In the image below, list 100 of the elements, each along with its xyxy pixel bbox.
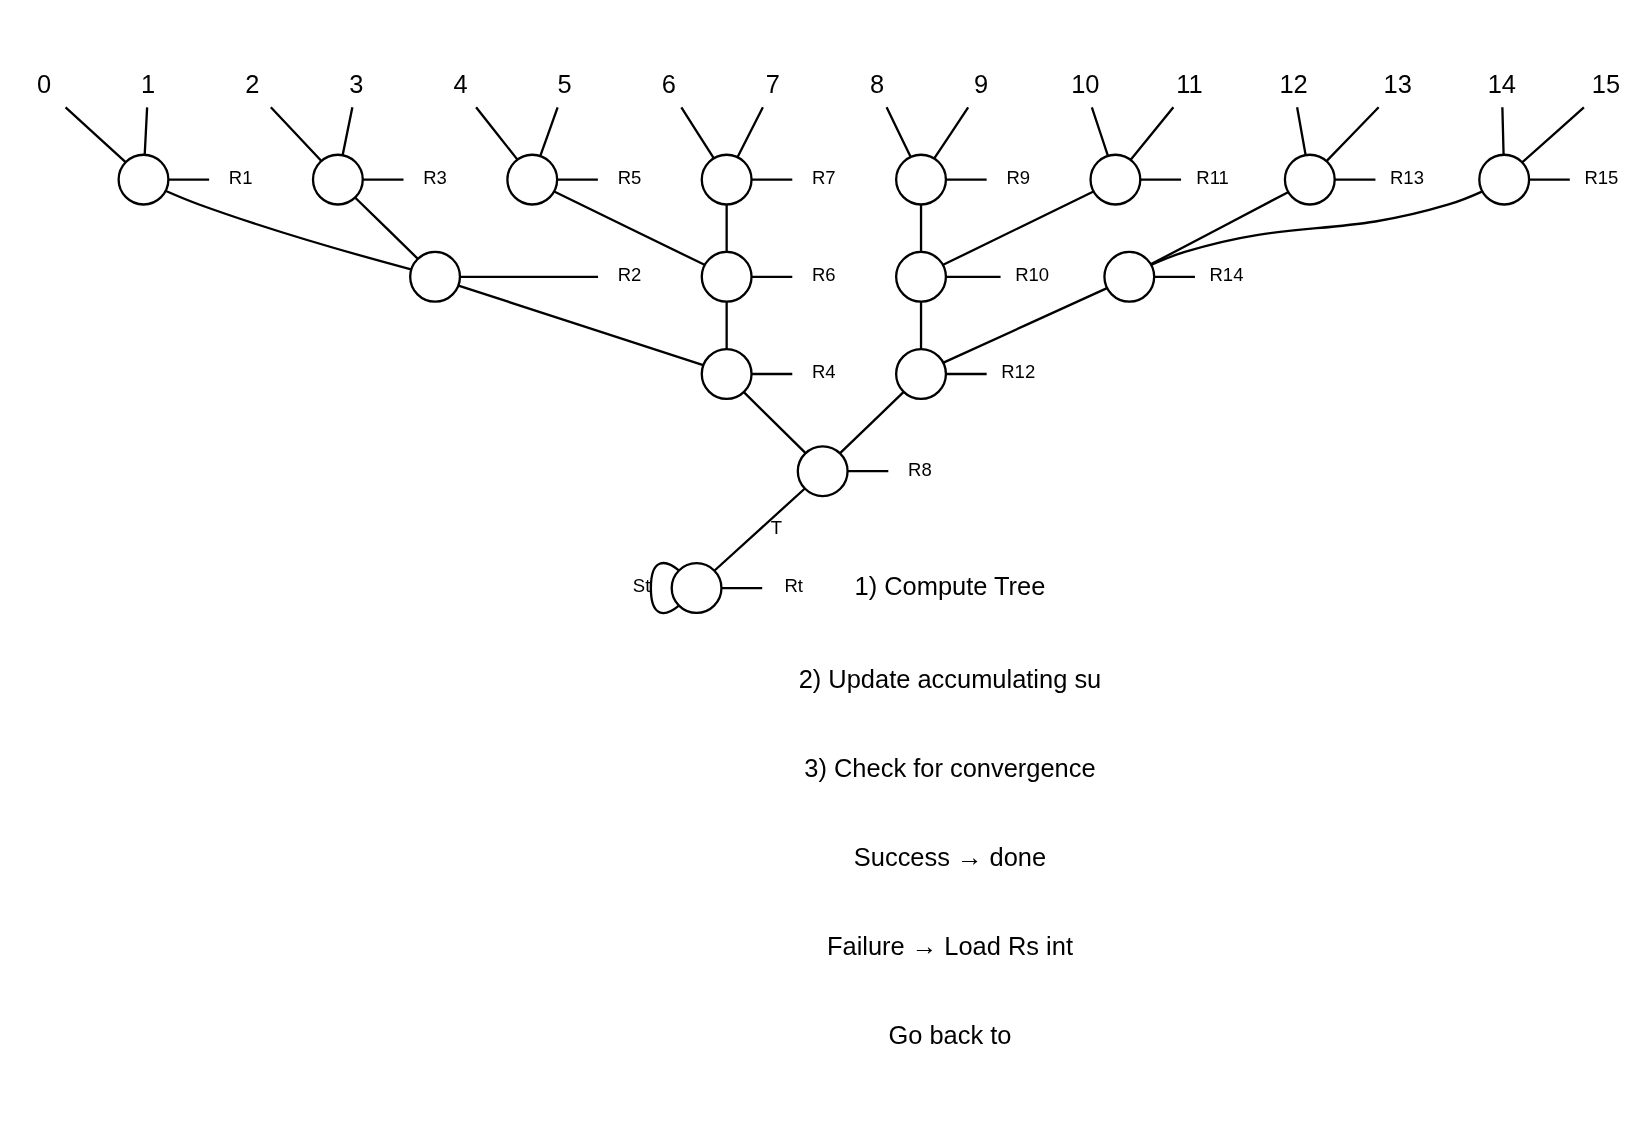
- connector: [847, 470, 889, 473]
- connector: [751, 372, 793, 376]
- label: Go back to: [888, 1021, 1012, 1050]
- connector: [362, 178, 404, 181]
- connector: [649, 562, 680, 615]
- connector: [1296, 107, 1307, 156]
- node-text: R14: [1209, 264, 1244, 286]
- node-text: 11: [1176, 69, 1203, 98]
- connector: [885, 106, 912, 158]
- connector: [946, 275, 1001, 278]
- node-circle: [700, 250, 753, 303]
- connector: [721, 586, 763, 590]
- connector: [943, 287, 1108, 364]
- node-text: 4: [453, 69, 468, 98]
- node-circle: [796, 445, 849, 498]
- node-circle: [1103, 250, 1156, 303]
- connector: [354, 196, 419, 260]
- connector: [743, 391, 807, 454]
- connector: [751, 178, 793, 181]
- node-text: R13: [1390, 166, 1424, 188]
- connector: [165, 189, 412, 271]
- node-text: 9: [974, 69, 989, 98]
- connector: [1129, 106, 1175, 161]
- node-circle: [895, 153, 948, 206]
- connector: [1090, 106, 1109, 156]
- node-text: 3: [349, 69, 364, 98]
- edge-label: St: [632, 575, 651, 597]
- connector: [1529, 178, 1570, 181]
- connector: [64, 106, 127, 163]
- edge-label: T: [770, 517, 783, 538]
- node-text: 12: [1279, 69, 1308, 98]
- node-circle: [700, 347, 753, 400]
- node-text: R8: [908, 458, 932, 480]
- node-circle: [700, 153, 753, 206]
- connector: [1501, 107, 1505, 155]
- connector: [1150, 191, 1289, 266]
- node-text: 6: [661, 69, 676, 98]
- connector: [839, 391, 905, 455]
- label: Failure → Load Rs int: [826, 931, 1073, 960]
- connector: [475, 106, 519, 161]
- node-text: 8: [869, 69, 885, 98]
- label: 1) Compute Tree: [854, 571, 1046, 600]
- connector: [341, 107, 354, 156]
- connector: [946, 178, 987, 181]
- connector: [458, 284, 704, 367]
- connector: [1151, 190, 1483, 266]
- connector: [557, 178, 598, 181]
- node-circle: [670, 562, 723, 615]
- node-circle: [506, 153, 559, 206]
- node-text: R6: [812, 264, 836, 286]
- connector: [933, 106, 970, 160]
- node-text: 10: [1071, 69, 1100, 98]
- connector: [1154, 275, 1195, 278]
- connector: [725, 204, 728, 252]
- node-text: 7: [765, 69, 781, 98]
- node-text: R4: [812, 361, 836, 383]
- connector: [1521, 106, 1585, 164]
- node-text: Rt: [784, 575, 804, 597]
- node-circle: [409, 250, 462, 303]
- node-text: 13: [1383, 69, 1412, 98]
- connector: [460, 275, 599, 278]
- connector: [143, 107, 149, 155]
- node-circle: [1478, 153, 1531, 206]
- connector: [946, 372, 987, 376]
- node-text: 0: [36, 69, 52, 98]
- node-circle: [895, 347, 948, 400]
- connector: [1140, 178, 1182, 181]
- connector: [1334, 178, 1376, 181]
- node-text: R9: [1006, 166, 1031, 188]
- connector: [725, 301, 728, 349]
- label: 3) Check for convergence: [804, 753, 1096, 782]
- node-text: R3: [423, 166, 447, 188]
- connector: [942, 190, 1094, 266]
- connector: [539, 106, 559, 157]
- node-text: R15: [1584, 166, 1619, 188]
- connector: [168, 178, 210, 181]
- node-circle: [1283, 153, 1336, 206]
- label: 2) Update accumulating su: [798, 664, 1102, 693]
- node-text: R11: [1196, 166, 1229, 188]
- node-text: 2: [245, 69, 260, 98]
- connector: [919, 204, 923, 252]
- node-text: 5: [557, 69, 572, 98]
- node-text: R1: [228, 166, 253, 188]
- connector: [736, 106, 764, 158]
- connector: [919, 301, 923, 349]
- connector: [680, 106, 715, 159]
- connector: [270, 106, 323, 162]
- node-text: R2: [617, 264, 642, 286]
- node-circle: [311, 153, 364, 206]
- connector: [553, 190, 706, 266]
- node-circle: [1089, 153, 1142, 206]
- node-text: R10: [1015, 264, 1050, 286]
- node-circle: [895, 250, 948, 303]
- node-circle: [117, 153, 170, 206]
- connector: [713, 487, 806, 572]
- connector: [751, 275, 793, 278]
- node-text: R5: [617, 166, 642, 188]
- node-text: 1: [141, 69, 156, 98]
- label: Success → done: [853, 842, 1047, 871]
- node-text: R7: [812, 166, 836, 188]
